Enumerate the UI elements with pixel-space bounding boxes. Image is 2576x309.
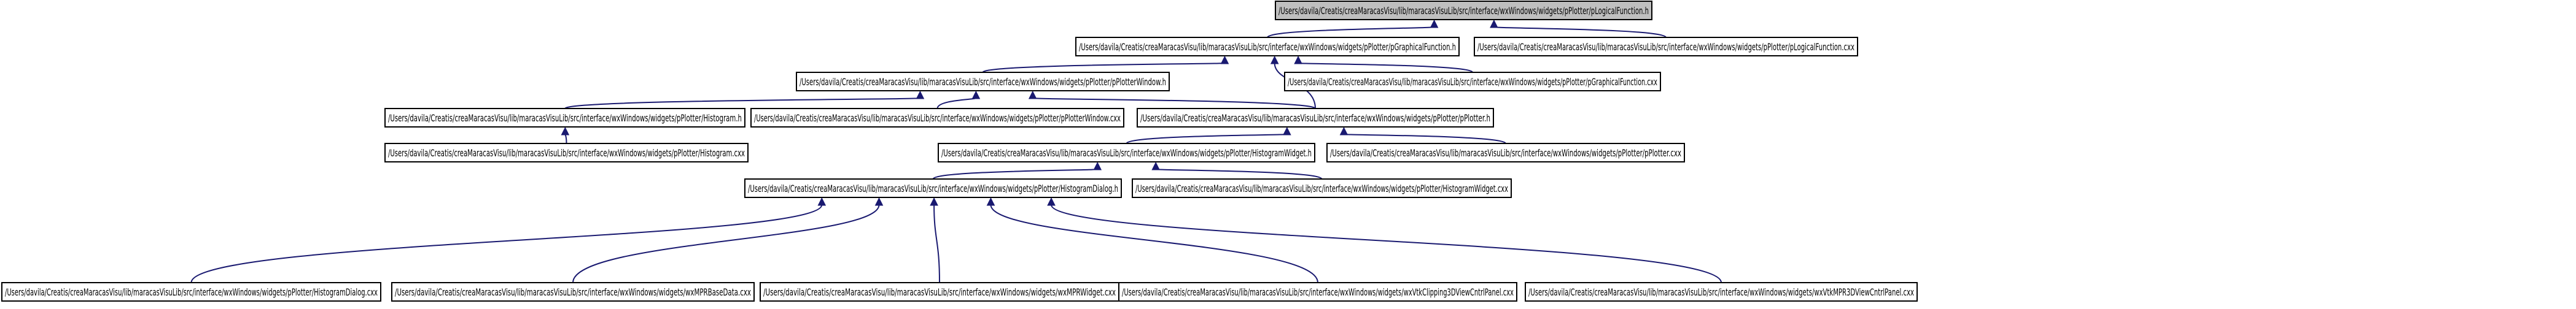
node-box bbox=[384, 143, 749, 162]
node-label: /Users/davila/Creatis/creaMaracasVisu/li… bbox=[1528, 286, 1914, 298]
node-label: /Users/davila/Creatis/creaMaracasVisu/li… bbox=[1477, 41, 1854, 53]
dependency-edge bbox=[982, 63, 1226, 73]
dependency-edge bbox=[572, 204, 880, 283]
dependency-edge bbox=[1051, 204, 1722, 283]
arrow-head-icon bbox=[561, 126, 570, 135]
dependency-edge bbox=[1493, 26, 1667, 38]
node-box bbox=[1132, 178, 1512, 198]
node-box bbox=[1075, 37, 1460, 56]
graph-node[interactable]: /Users/davila/Creatis/creaMaracasVisu/li… bbox=[796, 72, 1170, 91]
node-label: /Users/davila/Creatis/creaMaracasVisu/li… bbox=[1330, 147, 1681, 159]
node-label: /Users/davila/Creatis/creaMaracasVisu/li… bbox=[388, 147, 745, 159]
dependency-edge bbox=[564, 134, 567, 144]
node-label: /Users/davila/Creatis/creaMaracasVisu/li… bbox=[800, 76, 1166, 88]
arrow-head-icon bbox=[1283, 126, 1291, 135]
arrow-head-icon bbox=[1270, 55, 1279, 64]
arrow-head-icon bbox=[986, 197, 995, 206]
arrow-head-icon bbox=[971, 90, 981, 99]
node-box bbox=[1284, 72, 1661, 91]
node-box bbox=[796, 72, 1170, 91]
graph-node[interactable]: /Users/davila/Creatis/creaMaracasVisu/li… bbox=[760, 282, 1119, 302]
node-label: /Users/davila/Creatis/creaMaracasVisu/li… bbox=[1140, 112, 1490, 124]
node-box bbox=[1118, 282, 1517, 302]
node-box bbox=[744, 178, 1122, 198]
arrow-head-icon bbox=[1430, 19, 1439, 28]
dependency-edge bbox=[1155, 169, 1323, 180]
arrow-head-icon bbox=[1093, 161, 1102, 170]
dependency-edge bbox=[1126, 134, 1288, 144]
arrow-head-icon bbox=[1294, 55, 1302, 64]
node-box bbox=[1474, 37, 1858, 56]
dependency-edge bbox=[933, 204, 940, 283]
node-label: /Users/davila/Creatis/creaMaracasVisu/li… bbox=[1278, 5, 1649, 17]
graph-node[interactable]: /Users/davila/Creatis/creaMaracasVisu/li… bbox=[1525, 282, 1918, 302]
node-label: /Users/davila/Creatis/creaMaracasVisu/li… bbox=[941, 147, 1312, 159]
node-label: /Users/davila/Creatis/creaMaracasVisu/li… bbox=[754, 112, 1121, 124]
node-box bbox=[1137, 108, 1494, 128]
node-label: /Users/davila/Creatis/creaMaracasVisu/li… bbox=[5, 286, 378, 298]
arrow-head-icon bbox=[874, 197, 884, 206]
graph-node[interactable]: /Users/davila/Creatis/creaMaracasVisu/li… bbox=[938, 143, 1315, 162]
graph-node[interactable]: /Users/davila/Creatis/creaMaracasVisu/li… bbox=[1326, 143, 1685, 162]
node-box bbox=[384, 108, 745, 128]
graph-node[interactable]: /Users/davila/Creatis/creaMaracasVisu/li… bbox=[384, 108, 745, 128]
node-box bbox=[1525, 282, 1918, 302]
node-label: /Users/davila/Creatis/creaMaracasVisu/li… bbox=[763, 286, 1116, 298]
graph-node[interactable]: /Users/davila/Creatis/creaMaracasVisu/li… bbox=[744, 178, 1122, 198]
node-label: /Users/davila/Creatis/creaMaracasVisu/li… bbox=[1135, 183, 1508, 194]
graph-node[interactable]: /Users/davila/Creatis/creaMaracasVisu/li… bbox=[1075, 37, 1460, 56]
arrow-head-icon bbox=[1028, 90, 1037, 99]
dependency-edge bbox=[1267, 26, 1435, 38]
node-box bbox=[750, 108, 1124, 128]
nodes-layer: /Users/davila/Creatis/creaMaracasVisu/li… bbox=[1, 1, 1918, 302]
dependency-edge bbox=[1343, 134, 1506, 144]
node-label: /Users/davila/Creatis/creaMaracasVisu/li… bbox=[748, 183, 1118, 194]
dependency-edge bbox=[564, 97, 921, 109]
node-box bbox=[1326, 143, 1685, 162]
arrow-head-icon bbox=[1151, 161, 1161, 170]
arrow-head-icon bbox=[817, 197, 827, 206]
graph-node[interactable]: /Users/davila/Creatis/creaMaracasVisu/li… bbox=[1284, 72, 1661, 91]
arrow-head-icon bbox=[930, 197, 938, 206]
node-box bbox=[1, 282, 381, 302]
graph-node[interactable]: /Users/davila/Creatis/creaMaracasVisu/li… bbox=[1118, 282, 1517, 302]
dependency-edge bbox=[1298, 63, 1473, 73]
arrow-head-icon bbox=[1047, 197, 1056, 206]
arrow-head-icon bbox=[1490, 19, 1498, 28]
node-label: /Users/davila/Creatis/creaMaracasVisu/li… bbox=[1122, 286, 1514, 298]
dependency-edge bbox=[190, 204, 823, 283]
dependency-edge bbox=[932, 169, 1099, 180]
node-label: /Users/davila/Creatis/creaMaracasVisu/li… bbox=[1079, 41, 1456, 53]
graph-node[interactable]: /Users/davila/Creatis/creaMaracasVisu/li… bbox=[384, 143, 749, 162]
dependency-edge bbox=[990, 204, 1318, 283]
node-label: /Users/davila/Creatis/creaMaracasVisu/li… bbox=[1288, 76, 1657, 88]
graph-node[interactable]: /Users/davila/Creatis/creaMaracasVisu/li… bbox=[1137, 108, 1494, 128]
graph-node[interactable]: /Users/davila/Creatis/creaMaracasVisu/li… bbox=[391, 282, 755, 302]
graph-node[interactable]: /Users/davila/Creatis/creaMaracasVisu/li… bbox=[750, 108, 1124, 128]
root-node: /Users/davila/Creatis/creaMaracasVisu/li… bbox=[1275, 1, 1652, 20]
node-box bbox=[1275, 1, 1652, 20]
node-box bbox=[391, 282, 755, 302]
node-label: /Users/davila/Creatis/creaMaracasVisu/li… bbox=[388, 112, 742, 124]
arrow-head-icon bbox=[1339, 126, 1348, 135]
dependency-edge bbox=[936, 97, 977, 109]
graph-node[interactable]: /Users/davila/Creatis/creaMaracasVisu/li… bbox=[1, 282, 381, 302]
arrow-head-icon bbox=[916, 90, 925, 99]
graph-node[interactable]: /Users/davila/Creatis/creaMaracasVisu/li… bbox=[1132, 178, 1512, 198]
node-box bbox=[938, 143, 1315, 162]
node-label: /Users/davila/Creatis/creaMaracasVisu/li… bbox=[395, 286, 751, 298]
dependency-edge bbox=[1032, 97, 1316, 109]
graph-node[interactable]: /Users/davila/Creatis/creaMaracasVisu/li… bbox=[1474, 37, 1858, 56]
arrow-head-icon bbox=[1220, 55, 1229, 64]
